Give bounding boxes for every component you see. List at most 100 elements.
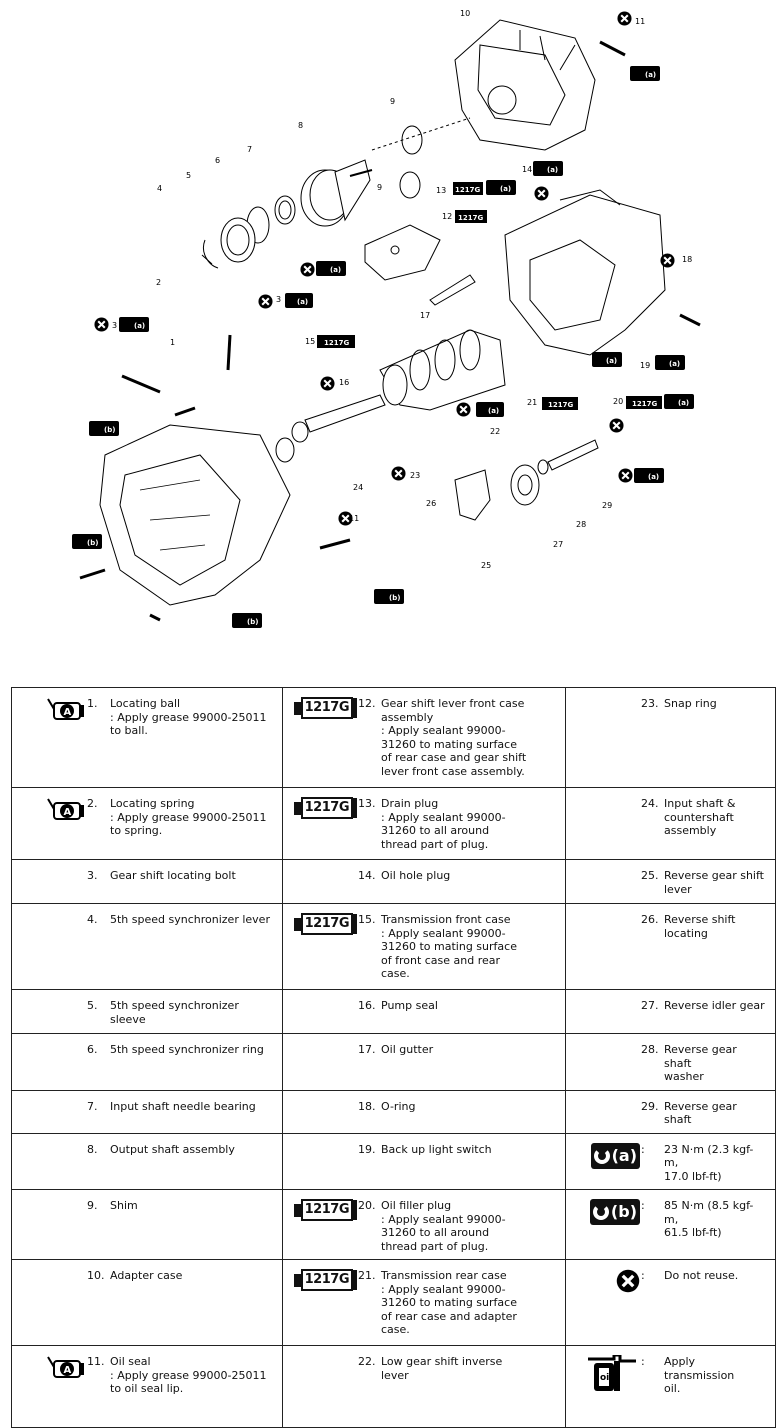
svg-text:11: 11 [349, 514, 359, 523]
legend-item-number: : [641, 1199, 645, 1212]
svg-text:oil: oil [600, 1373, 612, 1383]
svg-text:9: 9 [390, 97, 395, 106]
legend-item-description: Oil gutter [378, 1043, 561, 1057]
legend-item-description: Input shaft needle bearing [107, 1100, 278, 1114]
legend-description-line: 85 N·m (8.5 kgf-m, [664, 1199, 754, 1226]
legend-cell: (b): 85 N·m (8.5 kgf-m,61.5 lbf-ft) [565, 1189, 776, 1260]
front-seals [275, 421, 309, 463]
legend-description-line: of front case and rear [381, 953, 501, 967]
legend-description-line: 61.5 lbf-ft) [664, 1226, 722, 1239]
torque-b-wrench-icon: (b) [589, 1199, 640, 1225]
legend-cell: 18.O-ring [282, 1089, 566, 1134]
legend-symbol: 1217G [287, 1199, 358, 1253]
legend-description-line: : Apply sealant 99000- [381, 926, 506, 940]
oil-can-icon: oil [584, 1353, 640, 1395]
legend-item-description: Transmission front case: Apply sealant 9… [378, 913, 561, 981]
legend-description-line: to oil seal lip. [110, 1382, 184, 1395]
legend-description-line: 5th speed synchronizer ring [110, 1043, 264, 1056]
legend-item-description: 85 N·m (8.5 kgf-m,61.5 lbf-ft) [661, 1199, 771, 1240]
legend-item-description: Oil hole plug [378, 869, 561, 883]
legend-description-line: Reverse gear shaft [664, 1099, 737, 1127]
legend-symbol [16, 1199, 87, 1213]
legend-description-line: 31260 to all around [381, 824, 490, 837]
legend-description-line: Pump seal [381, 999, 438, 1012]
grease-gun-icon: A [46, 697, 86, 727]
legend-symbol: A [16, 697, 87, 738]
legend-item-description: O-ring [378, 1100, 561, 1114]
legend-description-line: 5th speed synchronizer lever [110, 913, 270, 926]
legend-item-number: 4. [87, 913, 98, 926]
legend-item-number: 29. [641, 1099, 659, 1113]
legend-item-description: Transmission rear case: Apply sealant 99… [378, 1269, 561, 1337]
legend-item-number: 8. [87, 1142, 98, 1156]
legend-symbol [570, 1043, 641, 1084]
transmission-rear-case [504, 189, 666, 356]
svg-text:3: 3 [276, 295, 281, 304]
svg-text:1217G: 1217G [548, 401, 573, 409]
legend-item-number: 22. [358, 1355, 376, 1368]
svg-text:A: A [64, 707, 72, 718]
legend-symbol: A [16, 1355, 87, 1396]
input-shaft-needle-bearing [274, 195, 296, 225]
sealant-1217g-icon: 1217G [293, 797, 357, 819]
legend-item-number: 24. [641, 797, 659, 810]
legend-item-number: 14. [358, 869, 376, 882]
legend-symbol [16, 999, 87, 1026]
bolts [79, 40, 701, 622]
svg-text:4: 4 [157, 184, 162, 193]
legend-description-line: : Apply grease 99000-25011 [110, 1368, 267, 1382]
legend-symbol [16, 869, 87, 883]
svg-text:(a): (a) [678, 399, 689, 407]
legend-cell: 17.Oil gutter [282, 1033, 566, 1091]
reverse-shift-lever [454, 469, 491, 521]
legend-description-line: Oil filler plug [381, 1199, 452, 1212]
legend-description-line: Gear shift locating bolt [110, 869, 236, 882]
svg-text:1217G: 1217G [324, 339, 349, 347]
legend-description-line: lever [381, 1368, 409, 1382]
legend-cell: (a):23 N·m (2.3 kgf-m,17.0 lbf-ft) [565, 1132, 776, 1190]
legend-item-number: 17. [358, 1043, 376, 1056]
svg-text:(a): (a) [606, 357, 617, 365]
svg-text:3: 3 [112, 321, 117, 330]
legend-cell: 14.Oil hole plug [282, 859, 566, 904]
legend-description-line: countershaft [664, 810, 734, 824]
legend-description-line: Drain plug [381, 797, 439, 810]
legend-symbol [287, 1100, 358, 1114]
legend-description-line: Snap ring [664, 697, 717, 710]
legend-cell: 6.5th speed synchronizer ring [11, 1033, 283, 1091]
legend-symbol [570, 1269, 641, 1297]
legend-description-line: 17.0 lbf-ft) [664, 1169, 722, 1183]
legend-description-line: Gear shift lever front case [381, 697, 525, 710]
adapter-case [454, 19, 596, 151]
legend-symbol: 1217G [287, 697, 358, 778]
legend-item-number: 19. [358, 1142, 376, 1156]
legend-description-line: : Apply sealant 99000- [381, 1212, 506, 1226]
legend-description-line: Transmission rear case [381, 1269, 507, 1282]
torque-a-wrench-icon: (a) [590, 1142, 640, 1169]
legend-description-line: Reverse shift [664, 913, 736, 926]
legend-description-line: Locating spring [110, 797, 195, 810]
svg-text:(b): (b) [389, 594, 400, 602]
legend-description-line: Oil seal [110, 1355, 151, 1368]
svg-text:7: 7 [247, 145, 252, 154]
legend-item-description: Pump seal [378, 999, 561, 1013]
legend-description-line: Reverse idler gear [664, 999, 765, 1012]
svg-text:15: 15 [305, 337, 315, 346]
legend-item-number: 18. [358, 1099, 376, 1113]
legend-symbol [287, 999, 358, 1013]
legend-cell: 16.Pump seal [282, 989, 566, 1034]
svg-text:1217G: 1217G [632, 400, 657, 408]
svg-text:19: 19 [640, 361, 650, 370]
legend-cell: 8.Output shaft assembly [11, 1132, 283, 1190]
